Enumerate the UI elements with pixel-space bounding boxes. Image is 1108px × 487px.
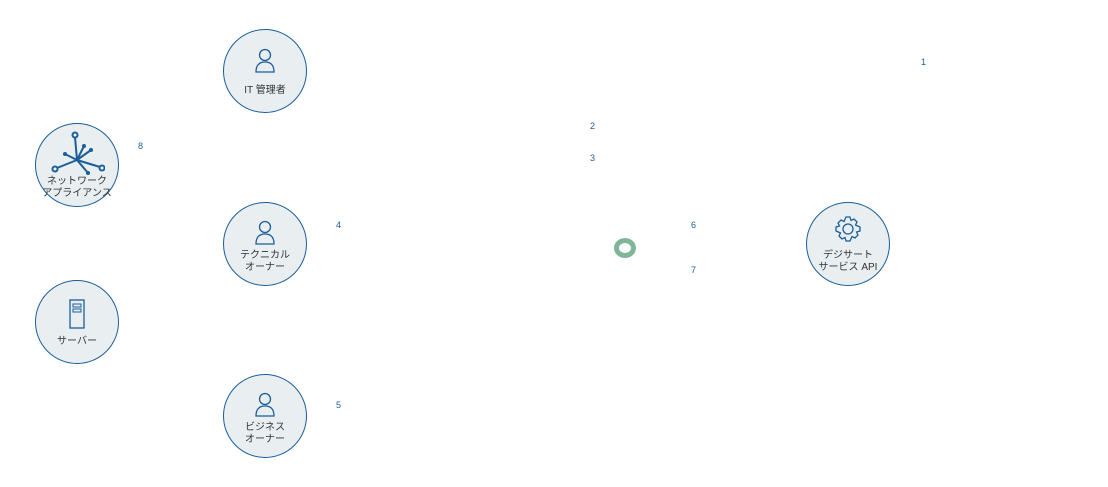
node-label-line2: アプライアンス [42, 188, 112, 199]
step-6: 6 [691, 220, 697, 230]
node-label-line2: オーナー [245, 262, 285, 273]
node-label-line2: サービス API [818, 262, 878, 273]
step-4: 4 [336, 220, 342, 230]
node-label-line2: オーナー [245, 434, 285, 445]
step-5: 5 [336, 400, 342, 410]
step-3: 3 [590, 153, 596, 163]
user-icon [255, 392, 275, 417]
node-server: サーバー [35, 280, 119, 364]
node-label-line1: ビジネス [245, 422, 285, 433]
node-business-owner: ビジネス オーナー [223, 374, 307, 458]
step-8: 8 [138, 141, 144, 151]
node-digicert-api: デジサート サービス API [806, 202, 890, 286]
server-icon [69, 299, 85, 329]
node-label-line1: デジサート [823, 250, 873, 261]
step-7: 7 [691, 265, 697, 275]
node-label-line1: テクニカル [240, 250, 290, 261]
gear-icon [835, 216, 861, 242]
step-2: 2 [590, 121, 596, 131]
node-label: サーバー [57, 336, 97, 347]
user-icon [255, 220, 275, 245]
node-label: IT 管理者 [244, 85, 286, 96]
node-label-line1: ネットワーク [47, 176, 107, 187]
status-ring-icon [614, 238, 636, 258]
user-icon [255, 48, 275, 73]
node-technical-owner: テクニカル オーナー [223, 202, 307, 286]
step-1: 1 [921, 57, 927, 67]
node-network-appliance: ネットワーク アプライアンス [35, 123, 119, 207]
node-it-admin: IT 管理者 [223, 29, 307, 113]
network-hub-icon [51, 131, 105, 175]
